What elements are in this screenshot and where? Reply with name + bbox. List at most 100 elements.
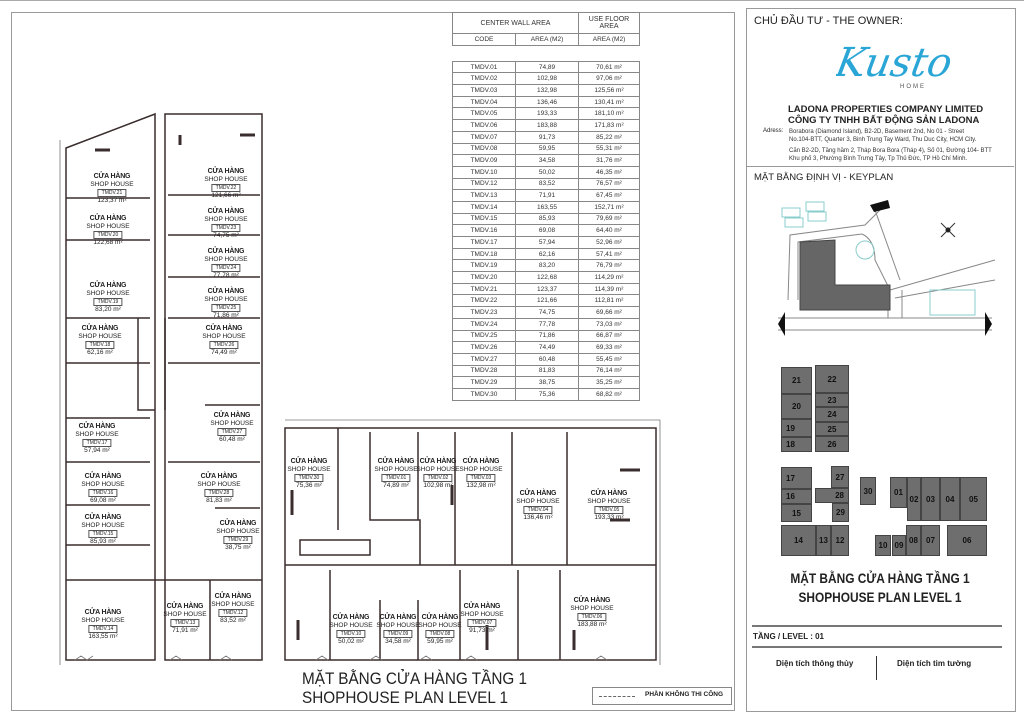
cell-code: TMDV.30 — [452, 387, 516, 401]
shop-en: SHOP HOUSE — [459, 466, 503, 473]
cell-code: TMDV.13 — [452, 189, 516, 202]
keyplan-unit-06: 06 — [947, 525, 987, 556]
cell-floor: 57,41 m² — [578, 247, 640, 261]
keyplan-unit-07: 07 — [921, 525, 940, 556]
cell-code: TMDV.05 — [452, 107, 516, 121]
cell-wall: 83,52 — [515, 177, 579, 191]
cell-code: TMDV.25 — [452, 329, 516, 343]
unit-code: TMDV.14 — [88, 625, 118, 633]
cell-code: TMDV.03 — [452, 84, 516, 97]
shop-vi: CỬA HÀNG — [377, 458, 415, 465]
unit-code: TMDV.05 — [594, 506, 624, 514]
shop-en: SHOP HOUSE — [329, 622, 373, 629]
shop-en: SHOP HOUSE — [211, 601, 255, 608]
cell-wall: 50,02 — [515, 165, 579, 179]
unit-code: TMDV.15 — [88, 530, 118, 538]
keyplan-unit-29: 29 — [832, 503, 849, 522]
company-vi: CÔNG TY TNHH BẤT ĐỘNG SẢN LADONA — [788, 115, 980, 126]
legend-dashed-label: PHẦN KHÔNG THI CÔNG — [645, 691, 723, 698]
col-area-wall: AREA (M2) — [515, 33, 579, 46]
shop-vi: CỬA HÀNG — [200, 473, 238, 480]
cell-floor: 97,06 m² — [578, 72, 640, 86]
shop-vi: CỬA HÀNG — [78, 423, 116, 430]
cell-wall: 102,98 — [515, 72, 579, 86]
unit-area: 81,83 m² — [206, 497, 232, 504]
cell-wall: 74,89 — [515, 60, 579, 74]
unit-area: 62,16 m² — [87, 349, 113, 356]
cell-floor: 85,22 m² — [578, 130, 640, 144]
unit-code: TMDV.19 — [93, 298, 123, 306]
shop-en: SHOP HOUSE — [204, 216, 248, 223]
keyplan-unit-05: 05 — [960, 477, 987, 521]
cell-floor: 76,14 m² — [578, 364, 640, 378]
unit-code: TMDV.04 — [523, 506, 553, 514]
shop-en: SHOP HOUSE — [587, 498, 631, 505]
title-block-frame — [746, 8, 1016, 712]
keyplan-unit-12: 12 — [831, 525, 849, 556]
cell-wall: 60,48 — [515, 352, 579, 366]
cell-wall: 136,46 — [515, 95, 579, 109]
unit-area: 83,20 m² — [95, 306, 121, 313]
shop-vi: CỬA HÀNG — [207, 248, 245, 255]
shop-en: SHOP HOUSE — [78, 333, 122, 340]
cell-code: TMDV.15 — [452, 212, 516, 226]
header-center-wall: CENTER WALL AREA — [452, 12, 579, 34]
unit-area: 50,02 m² — [338, 638, 364, 645]
unit-code: TMDV.23 — [211, 224, 241, 232]
shop-en: SHOP HOUSE — [216, 528, 260, 535]
kusto-logo-icon: Kusto — [831, 39, 956, 86]
unit-area: 193,33 m² — [594, 514, 624, 521]
cell-floor: 69,66 m² — [578, 306, 640, 319]
keyplan-unit-20: 20 — [781, 394, 812, 419]
unit-code: TMDV.02 — [423, 474, 453, 482]
address-label: Adress: — [763, 128, 784, 134]
keyplan-unit-28: 28 — [815, 488, 849, 503]
title-block-en: SHOPHOUSE PLAN LEVEL 1 — [798, 589, 962, 605]
shop-vi: CỬA HÀNG — [84, 514, 122, 521]
cell-floor: 52,96 m² — [578, 236, 640, 249]
unit-area: 71,91 m² — [172, 627, 198, 634]
address-block: Borabora (Diamond Island), B2-2D, Baseme… — [789, 128, 992, 163]
keyplan-unit-01: 01 — [890, 477, 907, 508]
area-table: CENTER WALL AREA USE FLOOR AREA CODE ARE… — [452, 12, 640, 401]
unit-code: TMDV.24 — [211, 264, 241, 272]
unit-area: 75,36 m² — [296, 482, 322, 489]
cell-wall: 122,68 — [515, 271, 579, 284]
shop-en: SHOP HOUSE — [81, 522, 125, 529]
shop-vi: CỬA HÀNG — [219, 520, 257, 527]
unit-area: 91,73 m² — [469, 627, 495, 634]
area-table-header: CENTER WALL AREA USE FLOOR AREA CODE ARE… — [452, 12, 640, 46]
shop-vi: CỬA HÀNG — [81, 325, 119, 332]
shop-vi: CỬA HÀNG — [93, 173, 131, 180]
shop-en: SHOP HOUSE — [418, 622, 462, 629]
shop-vi: CỬA HÀNG — [519, 490, 557, 497]
shop-en: SHOP HOUSE — [163, 611, 207, 618]
cell-wall: 69,08 — [515, 224, 579, 237]
keyplan-unit-21: 21 — [781, 367, 812, 394]
shop-en: SHOP HOUSE — [204, 176, 248, 183]
cell-wall: 34,58 — [515, 154, 579, 167]
keyplan-unit-30: 30 — [860, 477, 876, 505]
logo-sub: HOME — [900, 84, 926, 90]
cell-code: TMDV.09 — [452, 154, 516, 167]
keyplan-unit-02: 02 — [907, 477, 921, 521]
